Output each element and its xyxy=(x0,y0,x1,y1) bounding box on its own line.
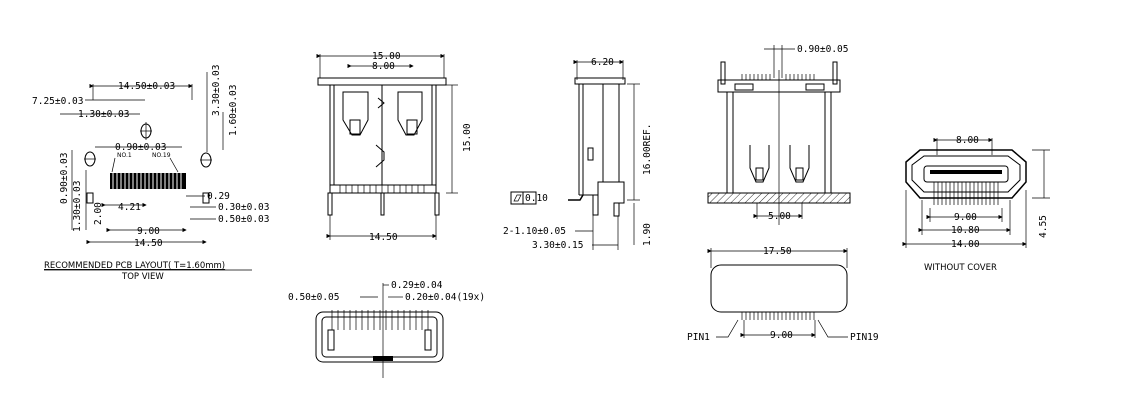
front-view: 15.00 8.00 15.00 xyxy=(316,51,473,243)
pcb-pin1-label: NO.1 xyxy=(117,152,132,159)
pcb-pad-row xyxy=(86,173,210,204)
dim-pcb-pitch-group: 4.21 xyxy=(118,202,141,213)
dim-side-pin-height: 1.90 xyxy=(642,223,653,246)
dim-pcb-offset-left: 7.25±0.03 xyxy=(32,96,83,107)
dim-pcb-width-bottom: 14.50 xyxy=(134,238,163,249)
dim-pcb-pad-w: 0.30±0.03 xyxy=(218,202,269,213)
dim-rear-pin-top: 0.90±0.05 xyxy=(797,44,848,55)
side-flatness-label: 0.10 xyxy=(525,193,548,204)
dim-opening-height: 4.55 xyxy=(1038,215,1049,238)
pcb-layout-caption: RECOMMENDED PCB LAYOUT( T=1.60mm) xyxy=(44,261,225,271)
dim-side-pin-len: 3.30±0.15 xyxy=(532,240,583,251)
dim-front-height: 15.00 xyxy=(462,123,473,152)
dim-pcb-width-top: 14.50±0.03 xyxy=(118,81,175,92)
dim-opening-inner: 9.00 xyxy=(954,212,977,223)
dim-pcb-hole-dia: 0.90±0.03 xyxy=(115,142,166,153)
dim-pcb-pitch: 0.50±0.03 xyxy=(218,214,269,225)
pcb-layout-subcaption: TOP VIEW xyxy=(121,272,164,282)
dim-bottom-span: 9.00 xyxy=(770,330,793,341)
dim-opening-top: 8.00 xyxy=(956,135,979,146)
bottom-view: 17.50 9.00 PIN1 PIN19 xyxy=(687,246,879,343)
dim-pin-pitch: 0.50±0.05 xyxy=(288,292,339,303)
dim-pcb-vert-mid: 1.60±0.03 xyxy=(228,85,239,136)
dim-pcb-span: 9.00 xyxy=(137,226,160,237)
dim-side-depth: 6.20 xyxy=(591,57,614,68)
opening-view: 8.00 4.55 9.00 10.80 14.00 xyxy=(902,135,1050,273)
dim-opening-outer: 14.00 xyxy=(951,239,980,250)
dim-side-height-ref: 16.00REF. xyxy=(642,124,653,175)
dim-pin-width: 0.29±0.04 xyxy=(391,280,443,291)
dim-front-top: 15.00 xyxy=(372,51,401,62)
dim-pcb-pad-len: 0.29 xyxy=(207,191,230,202)
dim-side-pin-offset: 2-1.10±0.05 xyxy=(503,226,566,237)
pin-detail-view: 0.29±0.04 0.50±0.05 0.20±0.04(19x) xyxy=(288,280,485,378)
dim-pin-thick: 0.20±0.04(19x) xyxy=(405,292,485,303)
rear-view: 0.90±0.05 5.00 xyxy=(707,44,851,225)
bottom-pin1-label: PIN1 xyxy=(687,332,710,343)
bottom-pin19-label: PIN19 xyxy=(850,332,879,343)
dim-bottom-width: 17.50 xyxy=(763,246,792,257)
dim-pcb-hole-offset: 1.30±0.03 xyxy=(78,109,129,120)
dim-opening-mid: 10.80 xyxy=(951,225,980,236)
dim-rear-center: 5.00 xyxy=(768,211,791,222)
dim-pcb-left-v1: 0.90±0.03 xyxy=(59,153,70,204)
pcb-pin19-label: NO.19 xyxy=(152,152,171,159)
pcb-layout-view: 14.50±0.03 7.25±0.03 1.30±0.03 3.30±0.03… xyxy=(32,65,269,282)
dim-front-bottom: 14.50 xyxy=(369,232,398,243)
dim-pcb-left-v2: 1.30±0.03 xyxy=(72,181,83,232)
dim-front-inner: 8.00 xyxy=(372,61,395,72)
opening-view-caption: WITHOUT COVER xyxy=(924,263,997,273)
dim-pcb-vert-top: 3.30±0.03 xyxy=(211,65,222,116)
dim-pcb-left-v3: 2.00 xyxy=(93,202,104,225)
side-view: 6.20 0.10 16.00REF. 2-1.10±0.05 3.30±0.1… xyxy=(503,57,653,251)
